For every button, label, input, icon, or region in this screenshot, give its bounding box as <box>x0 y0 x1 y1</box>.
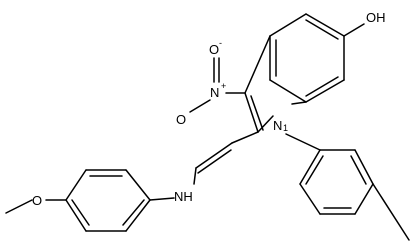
nitro-oxygen-lower-label: O <box>176 112 186 127</box>
nitro-nitrogen-label: N <box>210 85 219 100</box>
indole-benzene-ring <box>269 13 345 103</box>
nitro-oxygen-upper-label: O <box>209 42 219 57</box>
methoxy-methyl-bond <box>5 199 33 214</box>
hydroxyl-label: OH <box>366 10 386 25</box>
amine-label: NH <box>174 189 193 204</box>
tolyl-methyl-bond <box>372 183 410 241</box>
amine-to-anisyl-bond <box>149 197 175 201</box>
nitro-group: N + O - O <box>176 38 246 127</box>
methoxyphenyl-ring <box>65 169 151 232</box>
nitro-oxygen-charge: - <box>219 38 222 48</box>
hydroxyl-bond <box>343 23 365 37</box>
tolyl-ring <box>285 133 374 215</box>
vinyl-linker <box>193 131 259 185</box>
nitro-nitrogen-charge: + <box>221 81 226 91</box>
methoxy-oxygen-label: O <box>32 193 42 208</box>
indole-nitrogen-locant: 1 <box>283 123 288 133</box>
indole-nitrogen-label: N <box>273 118 282 133</box>
indole-pyrrole-ring <box>244 35 307 133</box>
